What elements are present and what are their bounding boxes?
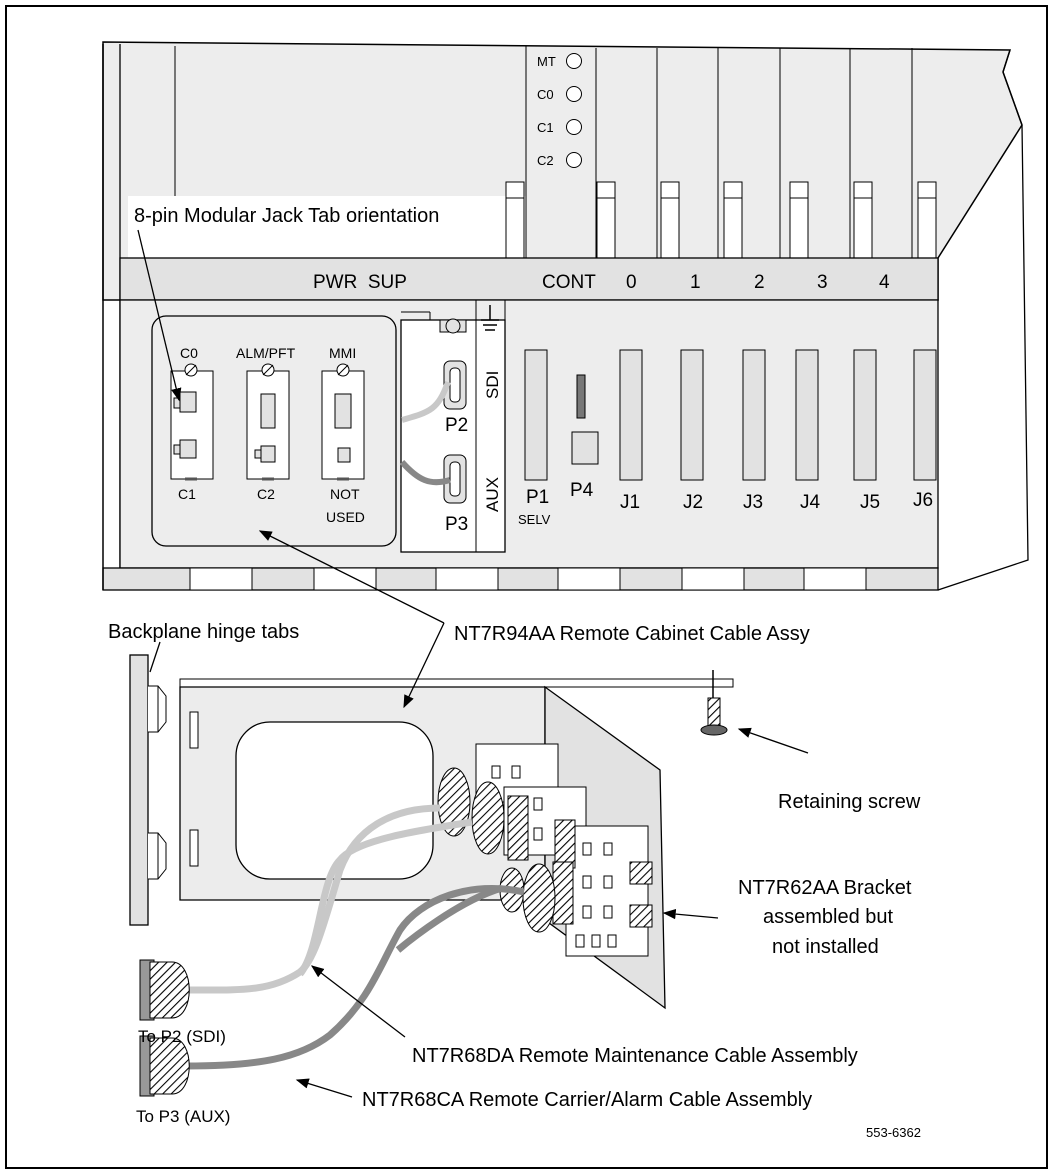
led-label-c2: C2	[537, 153, 554, 168]
slot-label-3: 3	[817, 272, 828, 293]
carrier-cable-callout: NT7R68CA Remote Carrier/Alarm Cable Asse…	[362, 1089, 812, 1111]
jack-label-j3: J3	[743, 492, 763, 513]
aux-label: AUX	[483, 477, 502, 512]
hinge-tabs-callout: Backplane hinge tabs	[108, 621, 299, 643]
figure-number: 553-6362	[866, 1125, 921, 1140]
cabinet-top-view	[102, 41, 1029, 591]
not-label: NOT	[330, 486, 360, 502]
c2-port-label: C2	[257, 486, 275, 502]
jack-label-j5: J5	[860, 492, 880, 513]
to-p2-callout: To P2 (SDI)	[138, 1027, 226, 1046]
jack-label-j2: J2	[683, 492, 703, 513]
bracket-callout-line2: assembled but	[763, 906, 894, 928]
slot-label-1: 1	[690, 272, 701, 293]
led-label-c0: C0	[537, 87, 554, 102]
slot-label-0: 0	[626, 272, 637, 293]
mmi-port-label: MMI	[329, 345, 356, 361]
bracket-callout-line3: not installed	[772, 936, 879, 958]
p4-label: P4	[570, 480, 594, 501]
remote-cabinet-callout: NT7R94AA Remote Cabinet Cable Assy	[454, 623, 810, 645]
led-label-c1: C1	[537, 120, 554, 135]
sdi-label: SDI	[483, 371, 502, 399]
selv-label: SELV	[518, 512, 551, 527]
retaining-screw-callout: Retaining screw	[778, 791, 921, 813]
tab-orientation-label: 8-pin Modular Jack Tab orientation	[134, 205, 439, 227]
to-p3-callout: To P3 (AUX)	[136, 1107, 230, 1126]
alm-pft-port-label: ALM/PFT	[236, 345, 296, 361]
c0-port-label: C0	[180, 345, 198, 361]
led-c1-indicator	[566, 119, 582, 135]
p2-label: P2	[445, 415, 468, 436]
cont-label: CONT	[542, 272, 596, 293]
led-label-mt: MT	[537, 54, 556, 69]
led-c0-indicator	[566, 86, 582, 102]
led-c2-indicator	[566, 152, 582, 168]
bracket-assembly	[129, 654, 734, 1097]
jack-label-j4: J4	[800, 492, 821, 513]
p3-label: P3	[445, 514, 468, 535]
jack-label-j6: J6	[913, 490, 933, 511]
maintenance-cable-callout: NT7R68DA Remote Maintenance Cable Assemb…	[412, 1045, 858, 1067]
slot-label-2: 2	[754, 272, 765, 293]
jack-label-j1: J1	[620, 492, 640, 513]
pwr-sup-label: PWR SUP	[313, 272, 407, 293]
led-mt-indicator	[566, 53, 582, 69]
used-label: USED	[326, 509, 365, 525]
bracket-callout-line1: NT7R62AA Bracket	[738, 877, 912, 899]
callout-leaders	[137, 229, 809, 1098]
p1-label: P1	[526, 487, 549, 508]
c1-port-label: C1	[178, 486, 196, 502]
slot-label-4: 4	[879, 272, 890, 293]
